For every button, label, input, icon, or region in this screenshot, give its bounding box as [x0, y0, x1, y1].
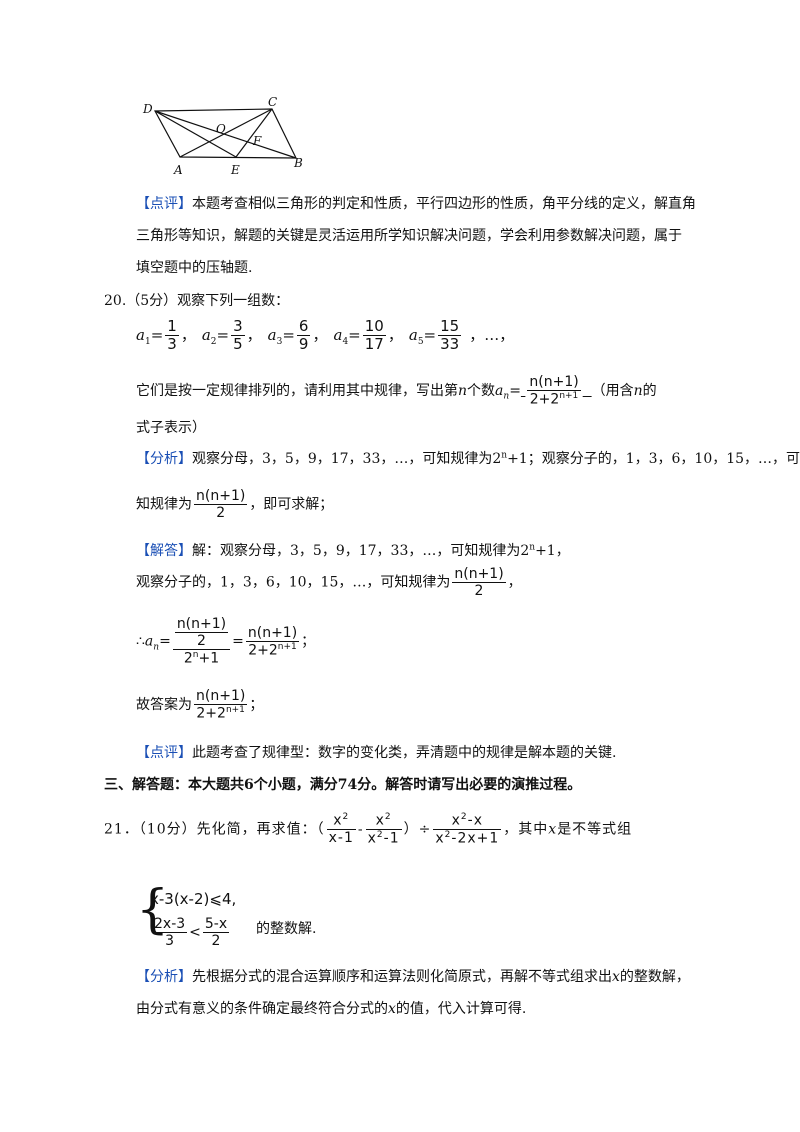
section-3-heading: 三、解答题：本大题共6个小题，满分74分。解答时请写出必要的演推过程。 [104, 777, 582, 793]
q20-comment: 【点评】此题考查了规律型：数字的变化类，弄清题中的规律是解本题的关键. [136, 745, 617, 761]
label-E: E [230, 163, 240, 177]
label-B: B [293, 156, 303, 170]
label-D: D [142, 102, 153, 116]
answer-tag: 【解答】 [136, 543, 192, 559]
analysis-tag: 【分析】 [136, 969, 192, 985]
parallelogram-figure: D C O F A E B [142, 95, 303, 177]
label-C: C [268, 95, 277, 109]
label-F: F [252, 134, 262, 148]
q21-analysis-line2: 由分式有意义的条件确定最终符合分式的x的值，代入计算可得. [136, 1001, 527, 1017]
comment-tag: 【点评】 [136, 196, 192, 212]
label-O: O [216, 122, 226, 136]
q20-line3: 式子表示） [136, 420, 206, 436]
q21-analysis-line1: 【分析】先根据分式的混合运算顺序和运算法则化简原式，再解不等式组求出x的整数解， [136, 969, 690, 985]
q20-analysis-line1: 【分析】观察分母，3，5，9，17，33，…，可知规律为2n+1；观察分子的，1… [136, 450, 800, 467]
label-A: A [173, 163, 183, 177]
comment-tag: 【点评】 [136, 745, 192, 761]
analysis-tag: 【分析】 [136, 451, 192, 467]
q20-answer-line1: 【解答】解：观察分母，3，5，9，17，33，…，可知规律为2n+1， [136, 542, 570, 559]
q20-line2: 它们是按一定规律排列的，请利用其中规律，写出第n个数an= n(n+1)2+2n… [136, 374, 657, 408]
q20-head: 20.（5分）观察下列一组数： [104, 293, 290, 309]
left-brace: { [136, 880, 170, 940]
comment19-line1: 【点评】本题考查相似三角形的判定和性质，平行四边形的性质，角平分线的定义，解直角 [136, 196, 696, 212]
comment19-line3: 填空题中的压轴题. [136, 260, 253, 276]
q20-answer-fraction: n(n+1)2+2n+1 [527, 374, 581, 408]
ineq-1: x-3(x-2)⩽4, [150, 890, 237, 908]
ineq-tail: 的整数解. [256, 921, 317, 937]
comment19-line2: 三角形等知识，解题的关键是灵活运用所学知识解决问题，学会利用参数解决问题，属于 [136, 228, 682, 244]
